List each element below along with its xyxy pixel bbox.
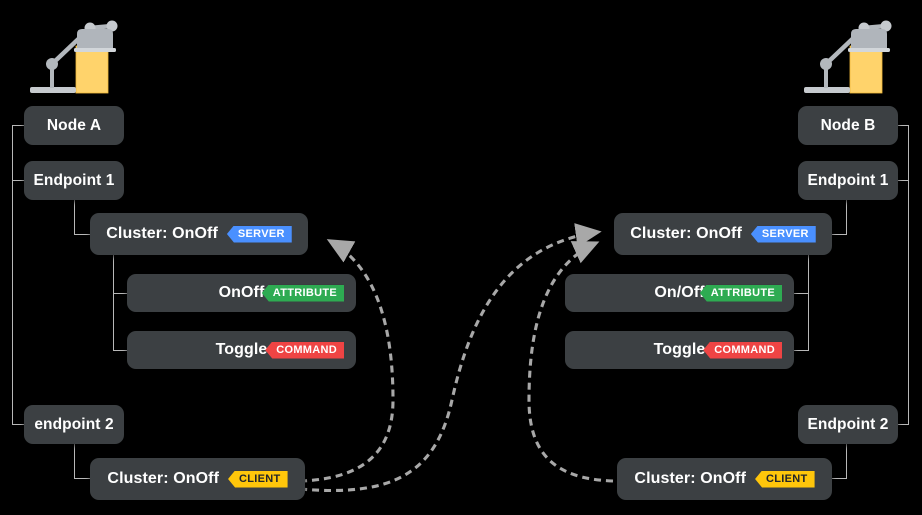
right-attribute-row[interactable]: On/Off ATTRIBUTE <box>565 274 794 312</box>
attribute-badge: ATTRIBUTE <box>699 284 782 302</box>
tree-link-left-attribute <box>113 293 128 295</box>
desk-lamp-icon <box>804 20 892 94</box>
command-badge: COMMAND <box>265 341 344 359</box>
left-command-label: Toggle <box>215 341 268 358</box>
client-badge: CLIENT <box>755 470 815 488</box>
tree-stem-right-cluster-server <box>808 255 810 351</box>
command-badge: COMMAND <box>703 341 782 359</box>
node-a-box[interactable]: Node A <box>24 106 124 145</box>
left-endpoint-1-box[interactable]: Endpoint 1 <box>24 161 124 200</box>
left-cluster-server-label: Cluster: OnOff <box>106 225 218 242</box>
tree-branch-left-endpoint2 <box>12 424 25 426</box>
attribute-badge: ATTRIBUTE <box>261 284 344 302</box>
left-endpoint-2-box[interactable]: endpoint 2 <box>24 405 124 444</box>
left-attribute-label: OnOff <box>218 284 265 301</box>
right-attribute-label: On/Off <box>654 284 705 301</box>
tree-branch-right-endpoint1 <box>896 180 909 182</box>
node-b-box[interactable]: Node B <box>798 106 898 145</box>
desk-lamp-icon <box>30 20 118 94</box>
tree-link-right-cluster-server <box>829 234 847 236</box>
tree-link-right-command <box>793 350 809 352</box>
right-cluster-onoff-server-box[interactable]: Cluster: OnOff SERVER <box>614 213 832 255</box>
right-cluster-server-label: Cluster: OnOff <box>630 225 742 242</box>
tree-stem-right-endpoint1 <box>846 200 848 234</box>
left-command-row[interactable]: Toggle COMMAND <box>127 331 356 369</box>
client-badge: CLIENT <box>228 470 288 488</box>
server-badge: SERVER <box>226 225 292 243</box>
left-endpoint-2-label: endpoint 2 <box>34 415 114 433</box>
tree-link-left-cluster-server <box>74 234 92 236</box>
tree-branch-left-endpoint1 <box>12 180 25 182</box>
right-endpoint-2-label: Endpoint 2 <box>807 415 889 433</box>
left-cluster-onoff-server-box[interactable]: Cluster: OnOff SERVER <box>90 213 308 255</box>
left-attribute-row[interactable]: OnOff ATTRIBUTE <box>127 274 356 312</box>
tree-stem-left-endpoint2 <box>74 444 76 478</box>
right-endpoint-2-box[interactable]: Endpoint 2 <box>798 405 898 444</box>
left-cluster-client-label: Cluster: OnOff <box>107 470 220 487</box>
tree-stem-right-endpoint2 <box>846 444 848 478</box>
tree-stem-left-cluster-server <box>113 255 115 351</box>
tree-trunk-left <box>12 125 14 425</box>
tree-link-right-cluster-client <box>829 478 847 480</box>
tree-branch-right-node <box>896 125 909 127</box>
tree-branch-right-endpoint2 <box>896 424 909 426</box>
tree-link-right-attribute <box>793 293 809 295</box>
tree-trunk-right <box>908 125 910 425</box>
node-a-label: Node A <box>46 116 102 134</box>
tree-link-left-command <box>113 350 128 352</box>
right-cluster-client-label: Cluster: OnOff <box>634 470 747 487</box>
right-cluster-onoff-client-box[interactable]: Cluster: OnOff CLIENT <box>617 458 832 500</box>
left-endpoint-1-label: Endpoint 1 <box>33 171 115 189</box>
tree-link-left-cluster-client <box>74 478 92 480</box>
left-cluster-onoff-client-box[interactable]: Cluster: OnOff CLIENT <box>90 458 305 500</box>
right-command-row[interactable]: Toggle COMMAND <box>565 331 794 369</box>
right-command-label: Toggle <box>653 341 706 358</box>
node-b-label: Node B <box>820 116 876 134</box>
server-badge: SERVER <box>750 225 816 243</box>
tree-branch-left-node <box>12 125 25 127</box>
tree-stem-left-endpoint1 <box>74 200 76 234</box>
right-endpoint-1-label: Endpoint 1 <box>807 171 889 189</box>
right-endpoint-1-box[interactable]: Endpoint 1 <box>798 161 898 200</box>
